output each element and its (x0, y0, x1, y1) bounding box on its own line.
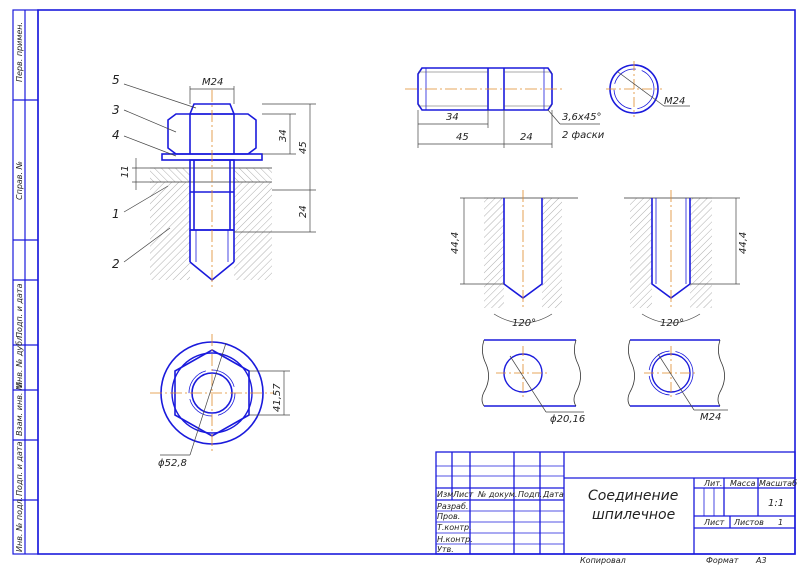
sheet-frame (37, 9, 796, 555)
side-inv-podl: Инв. № подл. (15, 497, 24, 552)
assembly-view: M24 5 3 4 1 2 11 34 45 24 (112, 73, 316, 290)
asm-pos-2: 2 (112, 257, 120, 271)
stud-dim-34: 34 (446, 112, 459, 123)
asm-thread-label: M24 (202, 77, 223, 88)
nut-top-view: 41,57 ϕ52,8 (150, 334, 290, 469)
tb-nkontr: Н.контр. (437, 535, 473, 544)
tb-utv: Утв. (437, 545, 454, 554)
tb-lit: Лит. (703, 479, 722, 488)
asm-pos-3: 3 (112, 103, 120, 117)
drawing-title-1: Соединение (588, 488, 678, 504)
stud-view: 34 45 24 3,6x45° 2 фаски M24 (405, 61, 690, 148)
tb-razrab: Разраб. (437, 502, 468, 511)
hole-right-angle: 120° (660, 318, 684, 329)
tb-masshtab: Масштаб (759, 479, 797, 488)
format-value: A3 (755, 556, 767, 565)
asm-dim-11: 11 (120, 165, 131, 178)
asm-pos-5: 5 (112, 73, 120, 87)
stud-end-thread: M24 (664, 96, 685, 107)
side-stamp (12, 9, 39, 555)
tb-prov: Пров. (437, 512, 460, 521)
side-podp-data-1: Подп. и дата (15, 283, 24, 338)
tb-dokum: № докум. (477, 490, 517, 499)
tb-listov-label: Листов (733, 518, 764, 527)
side-podp-data-2: Подп. и дата (15, 441, 24, 496)
hole-right-depth: 44,4 (738, 232, 749, 254)
title-block-text: Изм Лист № докум. Подп. Дата Разраб. Про… (437, 479, 797, 554)
hole-left-angle: 120° (512, 318, 536, 329)
side-vzam-inv: Взам. инв. № (15, 382, 24, 436)
tb-scale: 1:1 (768, 498, 784, 509)
asm-pos-1: 1 (112, 207, 120, 221)
tb-list-label: Лист (703, 518, 725, 527)
hole-left-depth: 44,4 (450, 232, 461, 254)
title-block (435, 451, 796, 555)
side-inv-dubl: Инв. № дубл. (15, 333, 24, 388)
hole-right-thread: M24 (700, 412, 721, 423)
hole-left-plan: ϕ20,16 (481, 339, 585, 425)
tb-data: Дата (542, 490, 564, 499)
top-dim-41-57: 41,57 (272, 383, 283, 412)
asm-dim-45: 45 (298, 141, 309, 154)
drawing-title-2: шпилечное (592, 507, 675, 523)
hole-right: 44,4 120° (624, 190, 749, 329)
tb-izm: Изм (437, 490, 453, 499)
tb-massa: Масса (730, 479, 756, 488)
tb-tkontr: Т.контр. (437, 523, 472, 532)
side-perv-primen: Перв. примен. (15, 22, 24, 82)
stud-chamfer-note: 2 фаски (562, 130, 605, 141)
stud-chamfer: 3,6x45° (562, 112, 602, 123)
format-label: Формат (706, 556, 739, 565)
tb-listov-value: 1 (778, 518, 783, 527)
hole-right-plan: M24 (627, 339, 728, 423)
copied-label: Копировал (580, 556, 626, 565)
asm-pos-4: 4 (112, 128, 120, 142)
hole-left-dia: ϕ20,16 (550, 414, 585, 425)
side-sprav-no: Справ. № (15, 161, 24, 200)
top-dim-52-8: ϕ52,8 (158, 458, 187, 469)
tb-podp: Подп. (518, 490, 542, 499)
asm-dim-24: 24 (298, 205, 309, 218)
tb-list: Лист (452, 490, 474, 499)
stud-dim-45: 45 (456, 132, 469, 143)
hole-left: 44,4 120° (450, 190, 578, 329)
stud-dim-24: 24 (520, 132, 533, 143)
asm-dim-34: 34 (278, 129, 289, 142)
